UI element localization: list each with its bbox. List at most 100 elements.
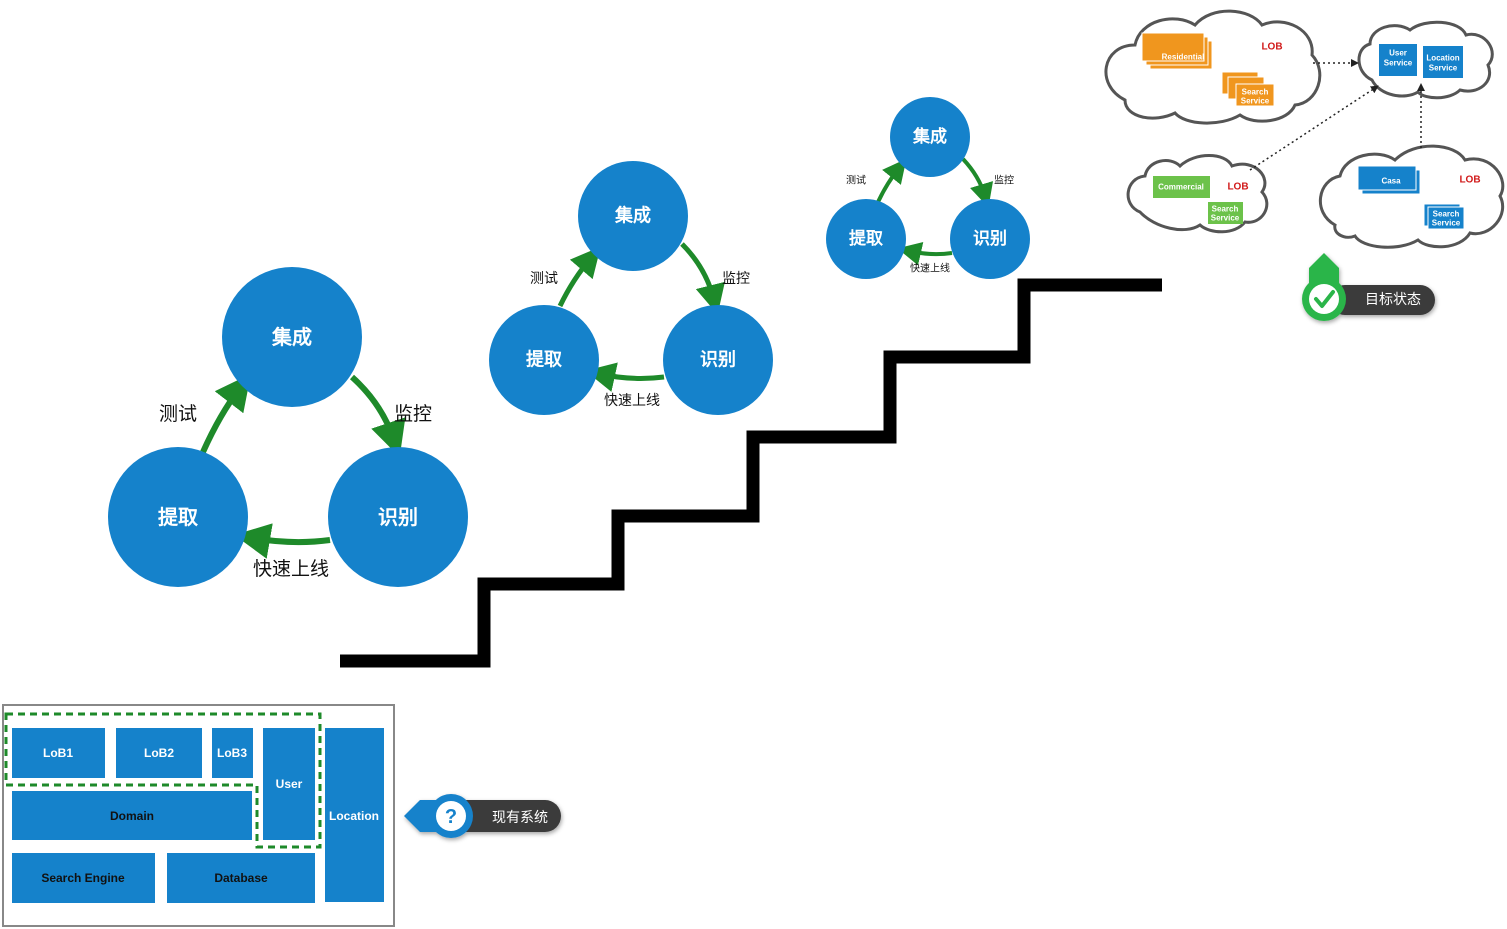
node-identify-label: 识别: [700, 350, 736, 371]
dashed-boundary: [4, 712, 322, 849]
box-user: [263, 728, 315, 840]
user-label: User: [1389, 49, 1407, 58]
search-label: Search: [1433, 210, 1460, 219]
search-service-box: [1235, 83, 1275, 107]
label-test: 测试: [530, 271, 558, 287]
label-monitor: 监控: [394, 403, 432, 425]
user-service-label: Service: [1384, 59, 1413, 68]
label-release: 快速上线: [604, 393, 660, 409]
current-system: LoB1 LoB2 LoB3 User Location Domain Sear…: [2, 704, 395, 927]
box-lob1: [12, 728, 105, 778]
search-label: Search: [1242, 88, 1269, 97]
box-database: [167, 853, 315, 903]
question-icon: [436, 801, 466, 831]
node-identify: [950, 199, 1030, 279]
node-extract: [826, 199, 906, 279]
arrow-monitor: [349, 374, 406, 458]
node-integrate-label: 集成: [912, 126, 947, 147]
box-search-engine-label: Search Engine: [41, 871, 125, 885]
cloud-casa: Casa LOB Search Service: [1318, 144, 1505, 249]
arrow-test: [200, 373, 251, 454]
label-test: 测试: [159, 403, 197, 425]
box-lob2: [116, 728, 202, 778]
box-lob3-label: LoB3: [217, 746, 247, 760]
arrow-release: [897, 241, 953, 266]
node-integrate: [890, 97, 970, 177]
casa-box: [1357, 165, 1417, 191]
box-database-label: Database: [214, 871, 268, 885]
label-release: 快速上线: [253, 558, 329, 580]
lob-label: LOB: [1459, 175, 1480, 186]
box-domain-label: Domain: [110, 809, 154, 823]
label-test: 测试: [846, 174, 866, 187]
node-integrate: [578, 161, 688, 271]
node-identify-label: 识别: [973, 229, 1007, 249]
commercial-label: Commercial: [1158, 183, 1204, 192]
node-extract: [489, 305, 599, 415]
cloud-commercial: Commercial LOB Search Service: [1126, 154, 1269, 234]
box-domain: [12, 791, 252, 840]
location-service-label: Service: [1429, 64, 1458, 73]
search-label: Search: [1212, 205, 1239, 214]
callout-target-state-label: 目标状态: [1365, 292, 1421, 308]
arrow-release: [234, 523, 331, 559]
question-mark: ?: [445, 806, 457, 828]
label-release: 快速上线: [910, 262, 950, 275]
box-lob1-label: LoB1: [43, 746, 73, 760]
cloud-shape: [1318, 144, 1505, 249]
label-monitor: 监控: [994, 174, 1014, 187]
arrow-test: [876, 158, 907, 203]
box-location: [325, 728, 384, 902]
location-label: Location: [1426, 54, 1459, 63]
cloud-residential: Residential LOB Search Service: [1104, 9, 1322, 125]
residential-box: [1141, 32, 1205, 62]
callout-current-system-label: 现有系统: [492, 810, 548, 826]
dev-cycle-small: 集成 识别 提取 测试 监控 快速上线: [826, 97, 1030, 279]
node-extract-label: 提取: [158, 505, 198, 529]
box-search-engine: [12, 853, 155, 903]
service-label: Service: [1211, 214, 1240, 223]
lob-label: LOB: [1261, 42, 1282, 53]
cloud-shared-services: User Service Location Service: [1357, 20, 1494, 100]
label-monitor: 监控: [722, 271, 750, 287]
search-service-box: [1208, 202, 1243, 224]
connector-commercial: [1249, 85, 1379, 171]
residential-label: Residential: [1162, 53, 1205, 62]
node-identify-label: 识别: [378, 505, 418, 529]
arrow-monitor: [961, 157, 994, 208]
arrow-release: [585, 362, 665, 392]
service-label: Service: [1241, 97, 1270, 106]
box-user-label: User: [276, 777, 303, 791]
lob-label: LOB: [1227, 182, 1248, 193]
search-service-box: [1427, 206, 1465, 230]
callout-target-state: [1302, 253, 1435, 321]
dev-cycle-medium: 集成 识别 提取 测试 监控 快速上线: [489, 161, 773, 415]
check-mark: [1314, 290, 1335, 308]
location-service-box: [1423, 46, 1463, 78]
node-integrate-label: 集成: [271, 325, 312, 349]
staircase: [340, 278, 1162, 668]
check-icon: [1309, 284, 1339, 314]
dev-cycle-large: 集成 识别 提取 测试 监控 快速上线: [108, 267, 468, 587]
user-service-box: [1379, 44, 1417, 76]
arrow-test: [557, 246, 601, 308]
node-integrate-label: 集成: [614, 205, 651, 227]
callout-body: [1330, 285, 1435, 315]
node-extract: [108, 447, 248, 587]
box-location-label: Location: [329, 809, 379, 823]
service-label: Service: [1432, 219, 1461, 228]
commercial-box: [1153, 176, 1210, 198]
node-identify: [328, 447, 468, 587]
arrow-monitor: [680, 242, 725, 315]
cloud-shape: [1104, 9, 1322, 125]
callout-body: [445, 800, 561, 832]
node-extract-label: 提取: [526, 349, 563, 371]
node-extract-label: 提取: [849, 229, 883, 249]
node-integrate: [222, 267, 362, 407]
box-lob2-label: LoB2: [144, 746, 174, 760]
casa-label: Casa: [1381, 177, 1401, 186]
box-lob3: [212, 728, 253, 778]
callout-current-system: ?: [404, 794, 561, 838]
node-identify: [663, 305, 773, 415]
